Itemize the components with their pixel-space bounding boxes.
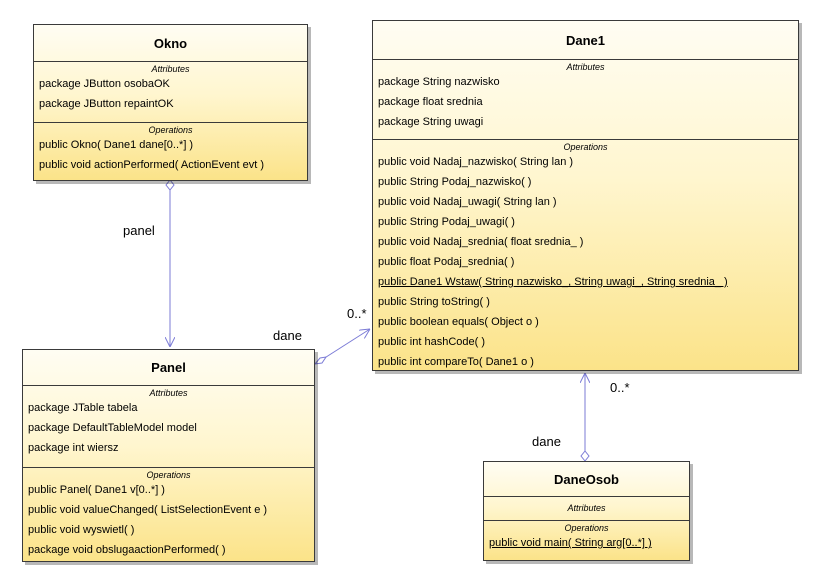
attribute: package String uwagi bbox=[378, 116, 484, 128]
attribute: package JButton osobaOK bbox=[39, 78, 170, 90]
operation: public String toString( ) bbox=[378, 296, 490, 308]
attributes-heading: Attributes bbox=[149, 388, 188, 398]
aggregation-diamond-daneosob bbox=[580, 450, 590, 462]
association-panel-dane1[interactable] bbox=[322, 329, 370, 360]
operation: public String Podaj_uwagi( ) bbox=[378, 216, 515, 228]
attribute: package float srednia bbox=[378, 96, 483, 108]
operation: public String Podaj_nazwisko( ) bbox=[378, 176, 532, 188]
operations-heading: Operations bbox=[148, 125, 193, 135]
attribute: package DefaultTableModel model bbox=[28, 422, 197, 434]
multiplicity-label-daneosob-dane1: 0..* bbox=[610, 380, 630, 395]
operation: public int hashCode( ) bbox=[378, 336, 486, 348]
operation: public void Nadaj_uwagi( String lan ) bbox=[378, 196, 557, 208]
attributes-heading: Attributes bbox=[151, 64, 190, 74]
operation: public float Podaj_srednia( ) bbox=[378, 256, 515, 268]
attributes-heading: Attributes bbox=[566, 62, 605, 72]
multiplicity-label-panel-dane1: 0..* bbox=[347, 306, 367, 321]
class-name: Dane1 bbox=[373, 21, 798, 60]
class-panel[interactable]: Panel Attributes package JTable tabela p… bbox=[22, 349, 315, 562]
attributes-section: Attributes package JButton osobaOK packa… bbox=[34, 62, 307, 123]
class-okno[interactable]: Okno Attributes package JButton osobaOK … bbox=[33, 24, 308, 181]
operations-heading: Operations bbox=[563, 142, 608, 152]
role-label-dane-panel: dane bbox=[273, 328, 302, 343]
attribute: package String nazwisko bbox=[378, 76, 500, 88]
attributes-section: Attributes package String nazwisko packa… bbox=[373, 60, 798, 140]
aggregation-diamond-panel bbox=[313, 356, 328, 365]
class-name: Okno bbox=[34, 25, 307, 62]
operation: public void wyswietl( ) bbox=[28, 524, 135, 536]
role-label-dane-daneosob: dane bbox=[532, 434, 561, 449]
operations-section: Operations public void main( String arg[… bbox=[484, 521, 689, 560]
class-daneosob[interactable]: DaneOsob Attributes Operations public vo… bbox=[483, 461, 690, 561]
class-name: DaneOsob bbox=[484, 462, 689, 497]
attributes-section: Attributes bbox=[484, 497, 689, 521]
class-name: Panel bbox=[23, 350, 314, 386]
operation: public void valueChanged( ListSelectionE… bbox=[28, 504, 268, 516]
operations-section: Operations public Panel( Dane1 v[0..*] )… bbox=[23, 468, 314, 561]
operations-heading: Operations bbox=[564, 523, 609, 533]
aggregation-diamond-okno bbox=[165, 179, 175, 191]
attribute: package JTable tabela bbox=[28, 402, 138, 414]
operation: public Panel( Dane1 v[0..*] ) bbox=[28, 484, 165, 496]
attributes-section: Attributes package JTable tabela package… bbox=[23, 386, 314, 468]
operations-section: Operations public void Nadaj_nazwisko( S… bbox=[373, 140, 798, 370]
operation: public void Nadaj_srednia( float srednia… bbox=[378, 236, 584, 248]
operation: public void Nadaj_nazwisko( String lan ) bbox=[378, 156, 574, 168]
operation: public int compareTo( Dane1 o ) bbox=[378, 356, 534, 368]
attributes-heading: Attributes bbox=[567, 503, 606, 513]
attribute: package int wiersz bbox=[28, 442, 119, 454]
operations-section: Operations public Okno( Dane1 dane[0..*]… bbox=[34, 123, 307, 180]
attribute: package JButton repaintOK bbox=[39, 98, 174, 110]
role-label-panel: panel bbox=[123, 223, 155, 238]
operations-heading: Operations bbox=[146, 470, 191, 480]
operation: public Okno( Dane1 dane[0..*] ) bbox=[39, 139, 194, 151]
static-operation: public void main( String arg[0..*] ) bbox=[489, 537, 652, 549]
operation: public boolean equals( Object o ) bbox=[378, 316, 539, 328]
operation: package void obslugaactionPerformed( ) bbox=[28, 544, 226, 556]
class-dane1[interactable]: Dane1 Attributes package String nazwisko… bbox=[372, 20, 799, 371]
static-operation: public Dane1 Wstaw( String nazwisko_, St… bbox=[378, 276, 728, 288]
operation: public void actionPerformed( ActionEvent… bbox=[39, 159, 265, 171]
